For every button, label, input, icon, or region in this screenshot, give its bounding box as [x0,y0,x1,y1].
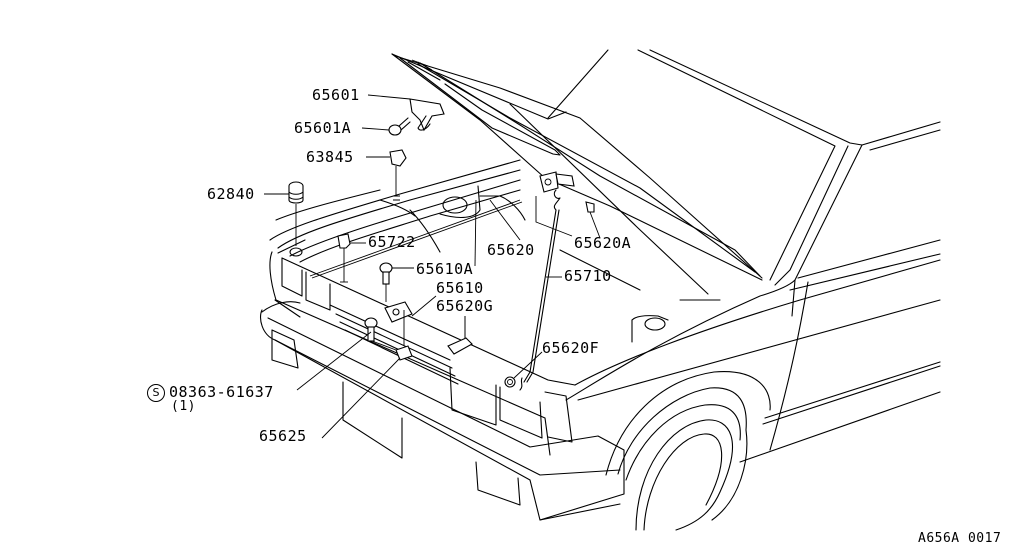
drawing-code: A656A 0017 [918,531,1002,546]
front-body [269,189,576,456]
part-65625-hood-lock-control [371,310,413,361]
part-65620A-grommet [585,201,595,213]
part-65620-hood-hinge [539,171,575,193]
callout-65625: 65625 [259,427,307,445]
callout-65610: 65610 [436,279,484,297]
windshield [637,49,941,317]
callout-65601: 65601 [312,86,360,104]
callout-65722: 65722 [368,233,416,251]
callout-08363-61637-quantity: (1) [171,399,196,414]
part-65620F-stay-clip [504,376,523,391]
part-65601A-bolt [388,117,411,136]
callout-65620F: 65620F [542,339,600,357]
callout-65620: 65620 [487,241,535,259]
callout-65620A: 65620A [574,234,632,252]
part-62840-rubber-stopper [288,181,304,257]
part-65710-hood-stay-rod [523,189,561,383]
callout-leaders [264,94,601,439]
callout-63845: 63845 [306,148,354,166]
hood-panel [391,49,763,295]
fender-and-wheel [565,259,941,531]
part-65722-clip [337,233,351,283]
callout-62840: 62840 [207,185,255,203]
part-65620G-bracket [447,316,473,355]
part-65601-hood-lock [409,98,445,132]
callout-65610A: 65610A [416,260,474,278]
front-bumper [259,301,625,521]
engine-bay [269,159,721,301]
part-08363-61637-bolt [364,317,378,342]
callout-65620G: 65620G [436,297,494,315]
part-65610A-bolt [379,262,393,302]
part-65610-hood-striker-plate [384,301,413,323]
callout-65710: 65710 [564,267,612,285]
standard-part-symbol-icon: S [147,384,165,402]
callout-08363-61637: 08363-61637 [169,383,274,401]
part-63845-bumper-rubber [389,149,407,201]
callout-65601A: 65601A [294,119,352,137]
